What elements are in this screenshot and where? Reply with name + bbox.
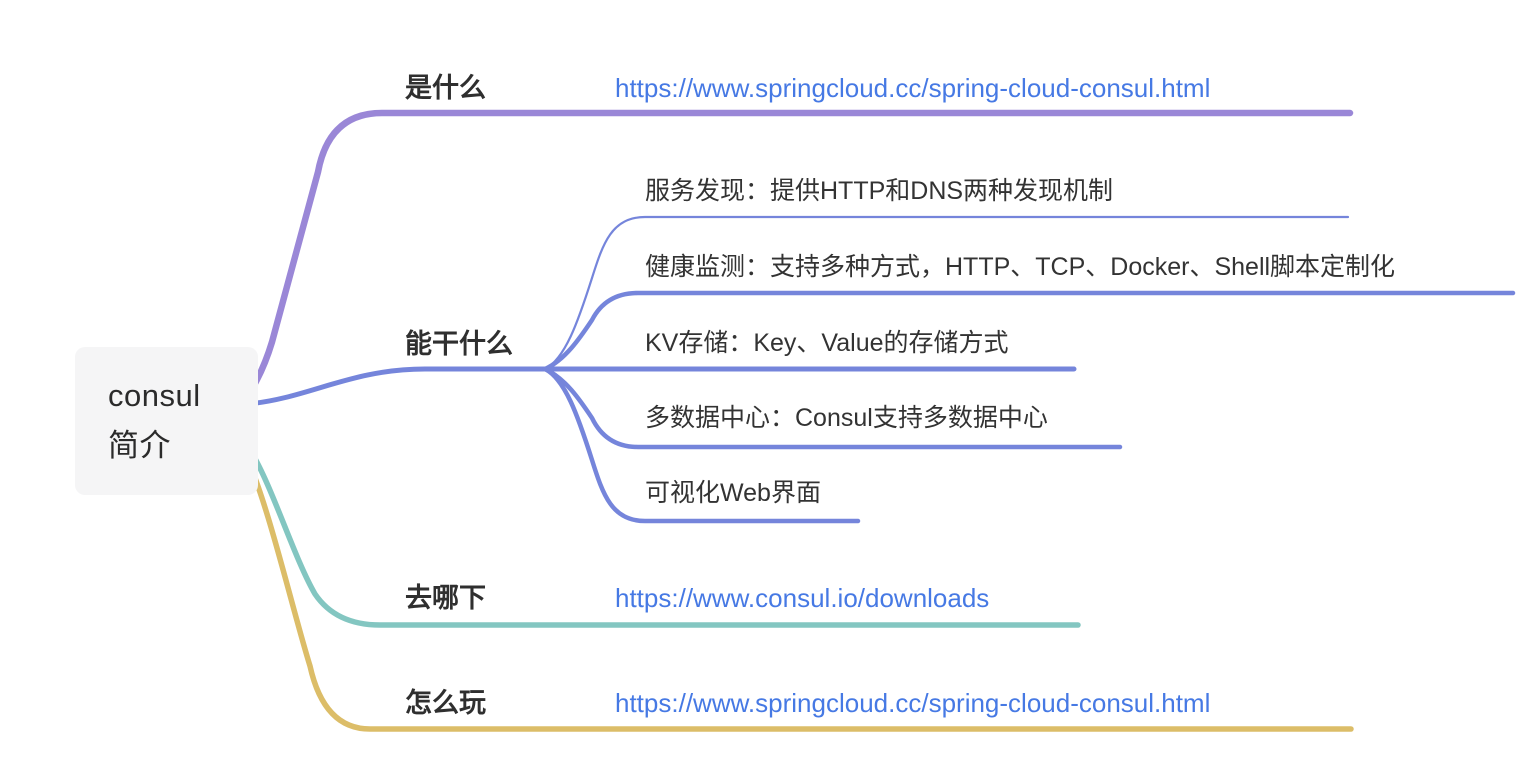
subtopic-health-check[interactable]: 健康监测：支持多种方式，HTTP、TCP、Docker、Shell脚本定制化 [645,253,1396,281]
link-what-url[interactable]: https://www.springcloud.cc/spring-cloud-… [615,73,1211,103]
root-topic-line1: consul [108,378,201,414]
subtopic-service-discovery[interactable]: 服务发现：提供HTTP和DNS两种发现机制 [645,177,1114,205]
branch-line-health-check [542,290,1516,372]
branch-line-download [247,447,1081,628]
subtopic-kv-store[interactable]: KV存储：Key、Value的存储方式 [645,329,1009,357]
topic-abilities[interactable]: 能干什么 [405,329,513,359]
branch-line-service-discovery [543,215,1350,371]
branch-line-abilities-main [245,366,1077,407]
subtopic-web-ui[interactable]: 可视化Web界面 [645,479,821,507]
root-topic-line2: 简介 [108,428,171,463]
link-how-url[interactable]: https://www.springcloud.cc/spring-cloud-… [615,688,1211,718]
topic-download[interactable]: 去哪下 [405,583,486,613]
branch-line-multi-datacenter [542,366,1123,450]
link-download-url[interactable]: https://www.consul.io/downloads [615,583,990,613]
root-topic[interactable]: consul 简介 [75,347,258,495]
topic-what[interactable]: 是什么 [405,73,486,103]
branch-line-how [243,453,1354,732]
subtopic-multi-datacenter[interactable]: 多数据中心：Consul支持多数据中心 [645,404,1048,432]
branch-line-web-ui [542,366,861,524]
topic-how[interactable]: 怎么玩 [405,688,486,718]
